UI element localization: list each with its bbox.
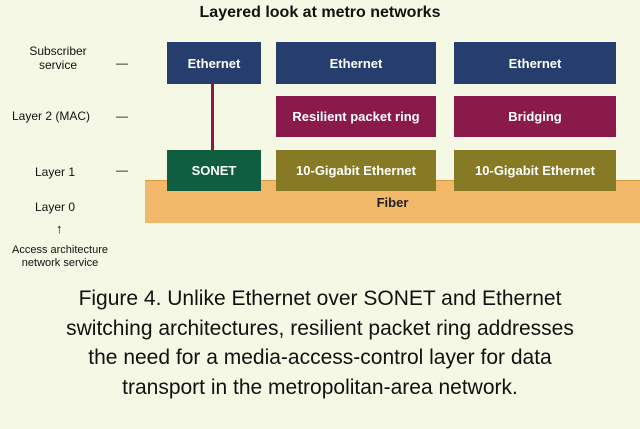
caption-line-3: the need for a media-access-control laye… xyxy=(88,346,552,369)
dash-subscriber: — xyxy=(116,56,128,70)
access-line1: Access architecture xyxy=(12,244,108,256)
fiber-label: Fiber xyxy=(376,194,409,210)
ethernet-box-2: Ethernet xyxy=(276,42,436,84)
access-line2: network service xyxy=(21,257,99,269)
label-layer0: Layer 0 xyxy=(35,200,76,214)
label-subscriber-line1: Subscriber xyxy=(29,44,87,58)
label-subscriber-service: Subscriber service xyxy=(12,44,104,72)
label-layer2: Layer 2 (MAC) xyxy=(12,109,91,123)
dash-layer1: — xyxy=(116,163,128,177)
ten-gig-ethernet-box-1: 10-Gigabit Ethernet xyxy=(276,150,436,191)
figure-caption: Figure 4. Unlike Ethernet over SONET and… xyxy=(0,284,640,402)
bridging-box: Bridging xyxy=(454,96,616,137)
ethernet-box-1: Ethernet xyxy=(167,42,261,84)
caption-line-2: switching architectures, resilient packe… xyxy=(66,316,574,340)
caption-line-1: Figure 4. Unlike Ethernet over SONET and… xyxy=(78,287,562,310)
label-layer1: Layer 1 xyxy=(35,165,76,179)
label-subscriber-line2: service xyxy=(38,58,77,72)
sonet-box: SONET xyxy=(167,150,261,191)
label-access-architecture: Access architecture network service xyxy=(0,244,120,270)
caption-line-4: transport in the metropolitan-area netwo… xyxy=(122,375,518,399)
up-arrow-icon: ↑ xyxy=(56,221,63,236)
ten-gig-ethernet-box-2: 10-Gigabit Ethernet xyxy=(454,150,616,191)
dash-layer2: — xyxy=(116,109,128,123)
connector-line xyxy=(211,84,214,150)
diagram-title: Layered look at metro networks xyxy=(199,4,441,21)
resilient-packet-ring-box: Resilient packet ring xyxy=(276,96,436,137)
ethernet-box-3: Ethernet xyxy=(454,42,616,84)
